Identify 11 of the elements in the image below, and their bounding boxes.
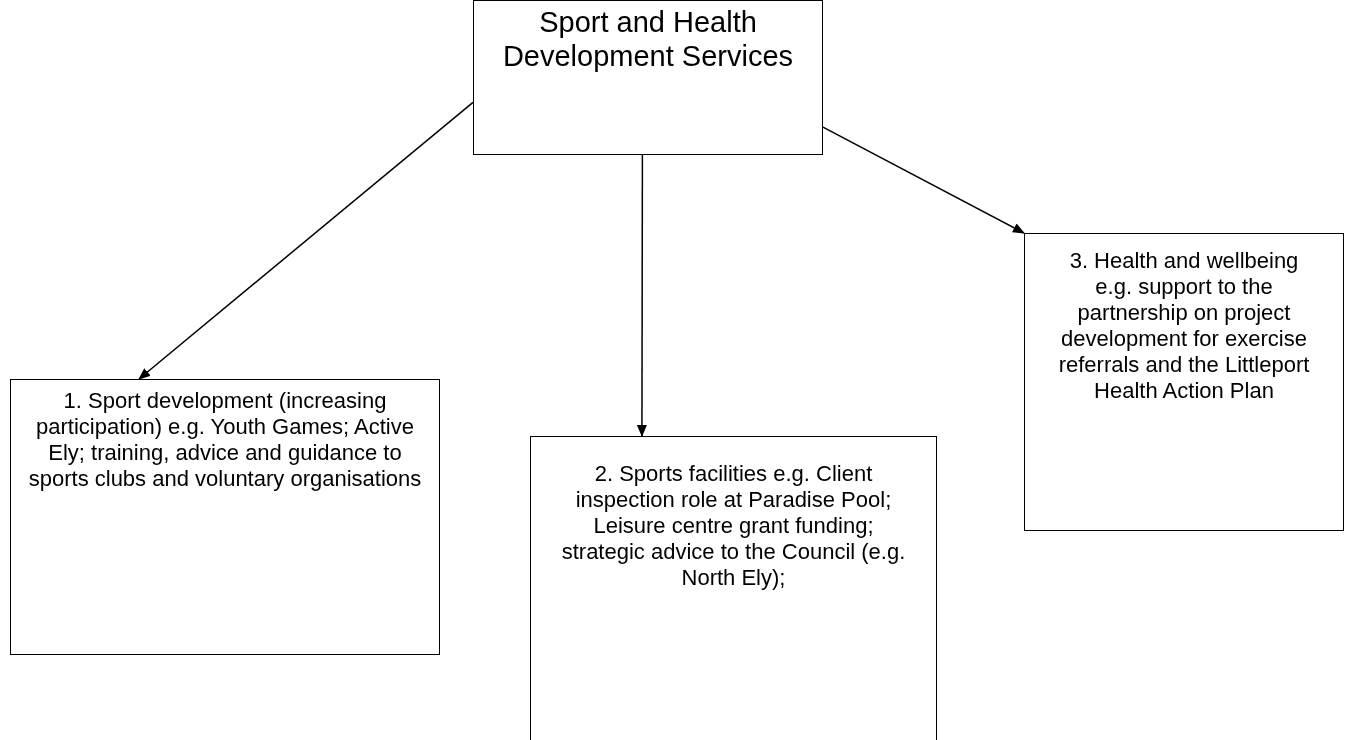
box-text: 1. Sport development (increasing participation) e.g. Youth Games; Active Ely; training, advice and guidance to sports clubs and voluntary organisations [27, 388, 423, 492]
area-box [1024, 233, 1344, 531]
service-box [473, 0, 823, 155]
box-text: 2. Sports facilities e.g. Client inspection role at Paradise Pool; Leisure centre grant funding; strategic advice to the Council (e.g. North Ely); [560, 461, 907, 591]
area-box [530, 436, 937, 740]
box-text: 3. Health and wellbeing e.g. support to the partnership on project development for exercise referrals and the Littleport Health Action Plan [1057, 248, 1311, 404]
arrow [138, 101, 474, 380]
area-box [10, 379, 440, 655]
arrow [822, 126, 1025, 234]
box-text: Sport and Health Development Services [501, 5, 795, 73]
arrow [636, 154, 647, 437]
